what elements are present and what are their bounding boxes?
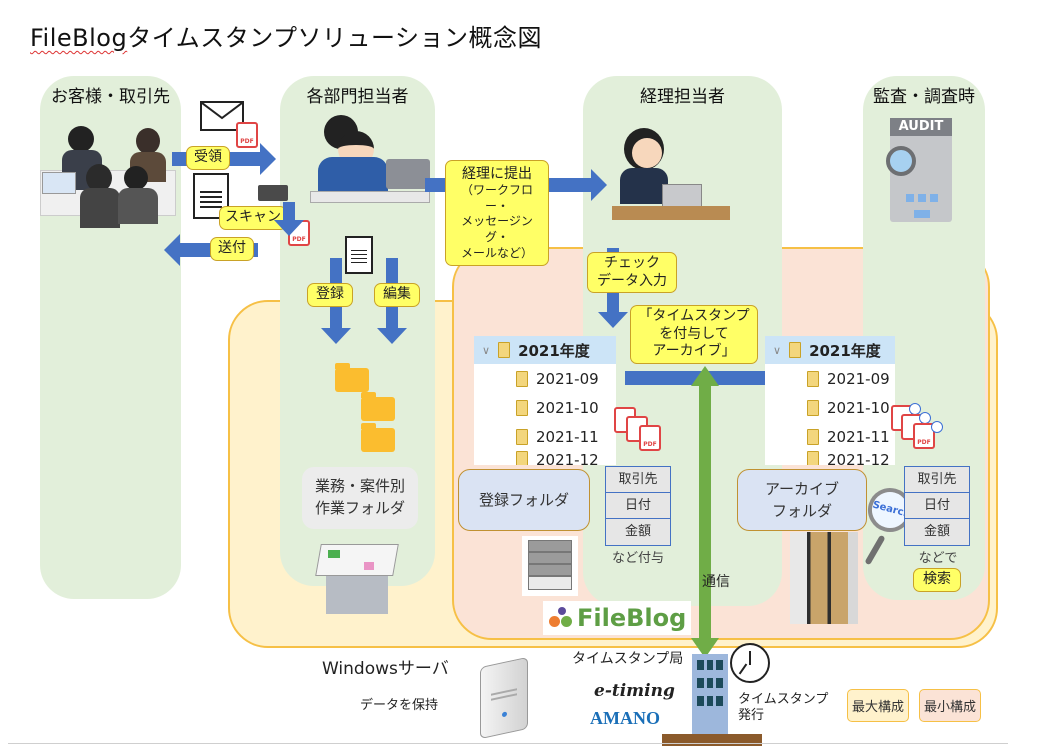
scanner-icon	[258, 185, 288, 201]
lane-label: 監査・調査時	[873, 87, 975, 107]
tree-item[interactable]: 2021-12	[474, 451, 616, 465]
scan-label: スキャン	[219, 206, 287, 230]
timestamped-pdf-icon: PDF	[913, 423, 935, 449]
communication-label: 通信	[702, 574, 730, 590]
registration-folder-label: 登録フォルダ	[458, 469, 590, 531]
accounting-staff-illustration	[612, 128, 730, 226]
tsa-base	[662, 734, 762, 746]
archive-shelves-illustration	[790, 532, 858, 624]
arrow-head-up	[691, 366, 719, 386]
register-attr-note: など付与	[611, 551, 664, 566]
audit-building-illustration: AUDIT	[886, 118, 952, 222]
lane-label: 経理担当者	[640, 87, 725, 107]
archive-folder-label: アーカイブ フォルダ	[737, 469, 867, 531]
attribute-table-search: 取引先 日付 金額	[904, 466, 970, 546]
registration-folder-tree: ∨2021年度 2021-09 2021-10 2021-11 2021-12	[474, 336, 616, 465]
folder-icon	[807, 399, 819, 416]
check-label: チェック データ入力	[587, 252, 677, 293]
messy-desk-illustration	[315, 540, 399, 614]
file-cabinet-illustration	[522, 536, 578, 596]
arrow-head-down	[691, 638, 719, 658]
legend-min-config: 最小構成	[919, 689, 982, 722]
folder-icon	[807, 370, 819, 387]
attribute-cell: 日付	[606, 493, 670, 519]
submit-label: 経理に提出 （ワークフロー・ メッセージング・ メールなど）	[445, 160, 549, 267]
archive-folder-tree: ∨2021年度 2021-09 2021-10 2021-11 2021-12	[765, 336, 895, 465]
folder-icon	[516, 451, 528, 465]
folder-icon	[789, 342, 802, 358]
receive-label: 受領	[186, 146, 230, 170]
pdf-icon: PDF	[639, 425, 661, 451]
work-folder-label: 業務・案件別 作業フォルダ	[302, 467, 418, 529]
tree-item[interactable]: 2021-12	[765, 451, 895, 465]
folder-icon	[516, 370, 528, 387]
chevron-down-icon: ∨	[482, 343, 491, 357]
attribute-cell: 取引先	[905, 467, 969, 493]
tree-root[interactable]: ∨2021年度	[765, 336, 895, 364]
folder-icon	[361, 392, 395, 421]
document-icon	[345, 236, 373, 274]
timestamp-check-icon	[931, 421, 943, 433]
tsa-building-icon	[692, 654, 728, 734]
attribute-cell: 取引先	[606, 467, 670, 493]
folder-icon	[807, 428, 819, 445]
send-label: 送付	[210, 237, 254, 261]
etiming-logo: e-timing	[594, 681, 675, 701]
fileblog-logo: FileBlog	[543, 601, 691, 635]
register-label: 登録	[307, 283, 353, 307]
scan-arrow	[274, 202, 304, 236]
chevron-down-icon: ∨	[773, 343, 782, 357]
logo-dots-icon	[547, 606, 575, 630]
meeting-illustration	[40, 120, 178, 228]
folder-icon	[807, 451, 819, 465]
attribute-cell: 日付	[905, 493, 969, 519]
folder-icon	[335, 363, 369, 392]
server-label: Windowsサーバ	[322, 659, 449, 679]
tree-item[interactable]: 2021-11	[765, 422, 895, 451]
bottom-divider	[8, 743, 1008, 744]
folder-icon	[361, 423, 395, 452]
tree-item[interactable]: 2021-10	[765, 393, 895, 422]
lane-label: 各部門担当者	[306, 87, 409, 107]
tsa-note: タイムスタンプ 発行	[738, 692, 829, 724]
attribute-cell: 金額	[923, 524, 950, 539]
tree-item[interactable]: 2021-09	[765, 364, 895, 393]
pdf-icon: PDF	[236, 122, 258, 148]
tree-item[interactable]: 2021-09	[474, 364, 616, 393]
edit-label: 編集	[374, 283, 420, 307]
tsa-label: タイムスタンプ局	[572, 651, 684, 667]
folder-icon	[498, 342, 511, 358]
folder-icon	[516, 399, 528, 416]
tree-item[interactable]: 2021-11	[474, 422, 616, 451]
archive-label: 「タイムスタンプ を付与して アーカイブ」	[630, 305, 758, 364]
legend-max-config: 最大構成	[847, 689, 910, 722]
attribute-cell: 金額	[624, 524, 651, 539]
department-staff-illustration	[310, 115, 430, 210]
search-label: 検索	[913, 568, 961, 592]
server-note: データを保持	[360, 698, 439, 713]
lane-label: お客様・取引先	[51, 87, 170, 107]
tree-root[interactable]: ∨2021年度	[474, 336, 616, 364]
amano-logo: AMANO	[590, 708, 660, 728]
search-attr-note: などで	[918, 551, 958, 566]
clock-icon	[730, 643, 770, 683]
page-title: FileBlogタイムスタンプソリューション概念図	[30, 24, 543, 52]
attribute-table-register: 取引先 日付 金額	[605, 466, 671, 546]
server-icon	[480, 656, 528, 740]
communication-arrow	[699, 384, 711, 640]
folder-icon	[516, 428, 528, 445]
tree-item[interactable]: 2021-10	[474, 393, 616, 422]
